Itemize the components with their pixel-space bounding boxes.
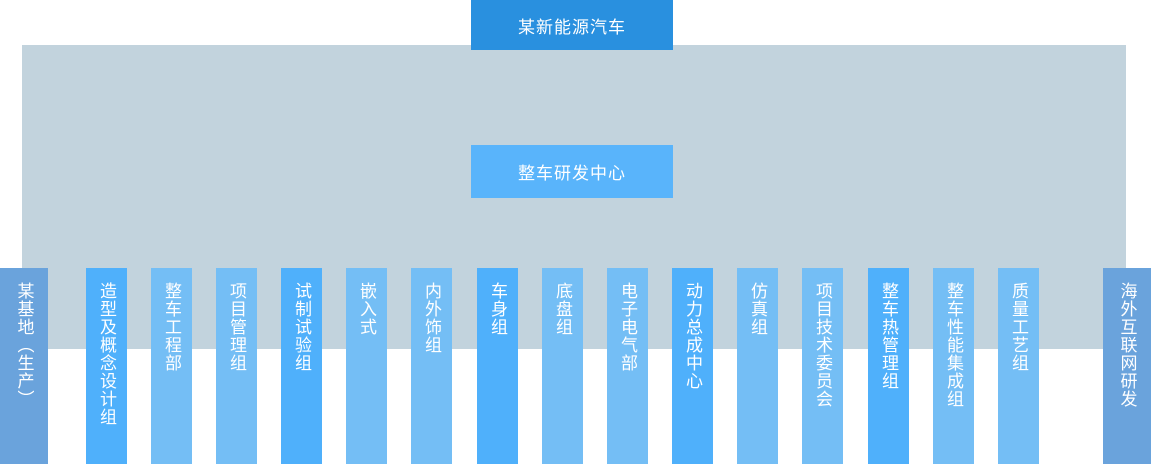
org-node-leaf-label: 车身组 [488,282,508,336]
org-node-leaf[interactable]: 整车工程部 [151,268,192,464]
org-node-leaf-label: 海外互联网研发 [1117,282,1137,408]
org-node-leaf[interactable]: 嵌入式 [346,268,387,464]
org-node-root[interactable]: 某新能源汽车 [471,0,673,50]
org-node-leaf[interactable]: 整车热管理组 [868,268,909,464]
org-node-leaf-label: 整车工程部 [162,282,182,372]
org-node-leaf[interactable]: 车身组 [477,268,518,464]
org-node-leaf[interactable]: 电子电气部 [607,268,648,464]
org-node-leaf[interactable]: 海外互联网研发 [1103,268,1151,464]
org-node-leaf-label: 嵌入式 [357,282,377,336]
org-node-leaf-label: 项目管理组 [227,282,247,372]
org-node-leaf-label: 试制试验组 [292,282,312,372]
org-node-leaf-label: 仿真组 [748,282,768,336]
org-node-leaf-label: 质量工艺组 [1009,282,1029,372]
org-node-center-label: 整车研发中心 [518,164,626,183]
org-node-leaf-label: 底盘组 [553,282,573,336]
org-node-leaf-label: 电子电气部 [618,282,638,372]
org-node-leaf[interactable]: 内外饰组 [411,268,452,464]
org-node-leaf-label: 项目技术委员会 [813,282,833,408]
org-node-leaf[interactable]: 整车性能集成组 [933,268,974,464]
org-node-leaf-label: 造型及概念设计组 [97,282,117,426]
org-node-leaf[interactable]: 动力总成中心 [672,268,713,464]
org-node-leaf-label: 某基地（生产） [14,282,34,408]
org-node-leaf-label: 动力总成中心 [683,282,703,390]
org-node-leaf[interactable]: 质量工艺组 [998,268,1039,464]
org-node-leaf[interactable]: 试制试验组 [281,268,322,464]
org-node-leaf[interactable]: 造型及概念设计组 [86,268,127,464]
org-node-leaf[interactable]: 仿真组 [737,268,778,464]
org-node-center[interactable]: 整车研发中心 [471,145,673,198]
org-node-leaf[interactable]: 底盘组 [542,268,583,464]
org-node-leaf-label: 内外饰组 [422,282,442,354]
org-node-leaf-label: 整车热管理组 [879,282,899,390]
org-node-leaf[interactable]: 项目管理组 [216,268,257,464]
org-node-leaf[interactable]: 某基地（生产） [0,268,48,464]
org-node-leaf[interactable]: 项目技术委员会 [802,268,843,464]
org-node-root-label: 某新能源汽车 [518,17,626,37]
org-node-leaf-label: 整车性能集成组 [944,282,964,408]
